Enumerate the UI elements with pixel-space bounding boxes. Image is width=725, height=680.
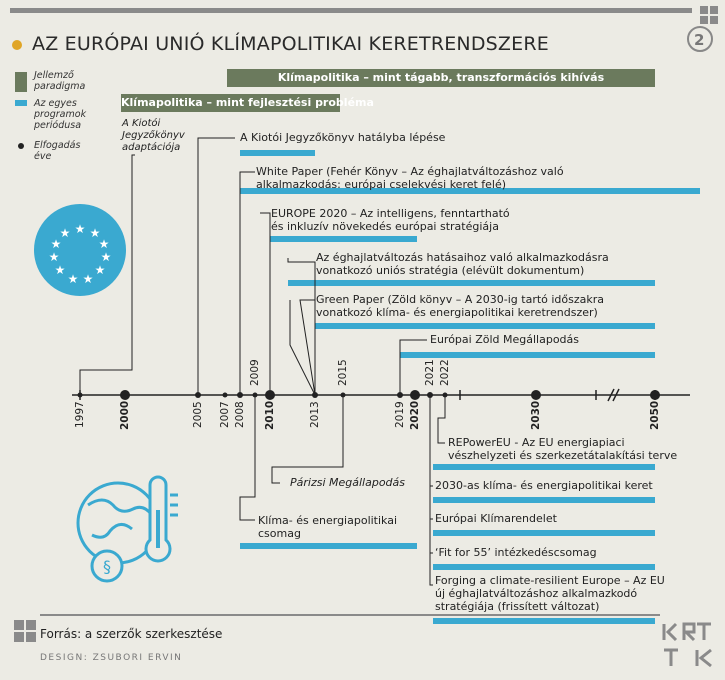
event-climate-law: Európai Klímarendelet (435, 512, 557, 525)
svg-text:★: ★ (75, 222, 86, 236)
year-label: 2020 (409, 400, 421, 430)
page-title: AZ EURÓPAI UNIÓ KLÍMAPOLITIKAI KERETREND… (32, 33, 549, 55)
period-kyoto (240, 150, 315, 156)
paragraph-icon: § (90, 549, 124, 583)
timeline-axis (72, 388, 690, 402)
event-kyoto-adaptation: A Kiotói Jegyzőkönyv adaptációja (122, 118, 185, 153)
legend-paradigm-label: Jellemző paradigma (34, 70, 86, 92)
year-label: 2019 (394, 401, 406, 428)
svg-text:★: ★ (51, 237, 62, 251)
top-rule (10, 8, 692, 13)
event-package-2: csomag (258, 527, 301, 540)
paradigm-development: Klímapolitika – mint fejlesztési problém… (121, 94, 374, 112)
svg-text:★: ★ (83, 272, 94, 286)
svg-text:★: ★ (55, 263, 66, 277)
svg-text:★: ★ (101, 250, 112, 264)
event-white-paper-2: alkalmazkodás: európai cselekvési keret … (256, 178, 507, 191)
event-europe2020-1: EUROPE 2020 – Az intelligens, fenntartha… (271, 207, 510, 220)
period-green-paper (315, 323, 655, 329)
event-forging-2: új éghajlatváltozáshoz alkalmazkodó (435, 587, 638, 600)
footer-squares-icon (14, 620, 36, 642)
year-label: 2013 (309, 401, 321, 428)
period-white-paper (240, 188, 700, 194)
period-repower (433, 464, 655, 470)
event-kyoto: A Kiotói Jegyzőkönyv hatályba lépése (240, 131, 446, 144)
year-label: 2015 (337, 359, 349, 386)
event-europe2020-2: és inkluzív növekedés európai stratégiáj… (271, 220, 499, 233)
footer-rule (40, 614, 660, 616)
event-forging-3: stratégiája (frissített változat) (435, 600, 600, 613)
legend-paradigm-swatch (15, 72, 27, 92)
year-label: 2021 (424, 359, 436, 386)
globe-thermometer-icon (76, 475, 178, 565)
period-europe2020 (270, 236, 417, 242)
period-forging (433, 618, 655, 624)
event-2030-framework: 2030-as klíma- és energiapolitikai keret (435, 479, 653, 492)
source-note: Forrás: a szerzők szerkesztése (40, 627, 223, 641)
year-label: 2008 (234, 401, 246, 428)
svg-text:★: ★ (95, 263, 106, 277)
period-2030-framework (433, 497, 655, 503)
year-label: 2030 (530, 400, 542, 430)
period-green-deal (400, 352, 655, 358)
connectors (79, 137, 446, 586)
svg-text:★: ★ (90, 226, 101, 240)
legend-period-swatch (15, 100, 27, 106)
legend-adoption-label: Elfogadás éve (34, 140, 81, 162)
design-credit: DESIGN: ZSUBORI ERVIN (40, 653, 183, 663)
svg-text:§: § (103, 557, 111, 576)
year-label: 2010 (264, 400, 276, 430)
year-label: 2000 (119, 400, 131, 430)
year-label: 1997 (74, 401, 86, 428)
event-green-deal: Európai Zöld Megállapodás (430, 333, 580, 346)
event-repower-2: vészhelyzeti és szerkezetátalakítási ter… (448, 449, 678, 462)
paradigm-transformative: Klímapolitika – mint tágabb, transzformá… (227, 69, 655, 87)
event-white-paper-1: White Paper (Fehér Könyv – Az éghajlatvá… (256, 165, 564, 178)
event-paris: Párizsi Megállapodás (290, 476, 406, 489)
event-adapt-strategy-1: Az éghajlatváltozás hatásaihoz való alka… (316, 251, 609, 264)
corner-squares-icon (700, 6, 718, 24)
title-bullet-icon (12, 40, 22, 50)
krtk-logo (662, 622, 712, 668)
event-green-paper-1: Green Paper (Zöld könyv – A 2030-ig tart… (316, 293, 605, 306)
period-package (240, 543, 417, 549)
event-forging-1: Forging a climate-resilient Europe – Az … (435, 574, 665, 587)
event-green-paper-2: vonatkozó klíma- és energiapolitikai ker… (316, 306, 598, 319)
year-label: 2005 (192, 401, 204, 428)
svg-text:★: ★ (60, 226, 71, 240)
year-label: 2007 (219, 401, 231, 428)
event-repower-1: REPowerEU - Az EU energiapiaci (448, 436, 625, 449)
svg-text:★: ★ (68, 272, 79, 286)
svg-text:★: ★ (99, 237, 110, 251)
legend-period-label: Az egyes programok periódusa (34, 98, 87, 131)
period-climate-law (433, 530, 655, 536)
page-number: 2 (694, 31, 705, 49)
year-label: 2009 (249, 359, 261, 386)
year-label: 2050 (649, 400, 661, 430)
program-periods (240, 150, 700, 624)
year-label: 2022 (439, 359, 451, 386)
svg-text:★: ★ (49, 250, 60, 264)
legend-adoption-dot (18, 143, 24, 149)
eu-flag-icon: ★★★ ★★★ ★★★ ★★★ ★ (34, 204, 126, 296)
page-number-badge (687, 26, 713, 52)
period-fit55 (433, 564, 655, 570)
event-adapt-strategy-2: vonatkozó uniós stratégia (elévült dokum… (316, 264, 585, 277)
event-fit55: ‘Fit for 55’ intézkedéscsomag (435, 546, 597, 559)
event-package-1: Klíma- és energiapolitikai (258, 514, 398, 527)
period-adapt-strategy (288, 280, 655, 286)
